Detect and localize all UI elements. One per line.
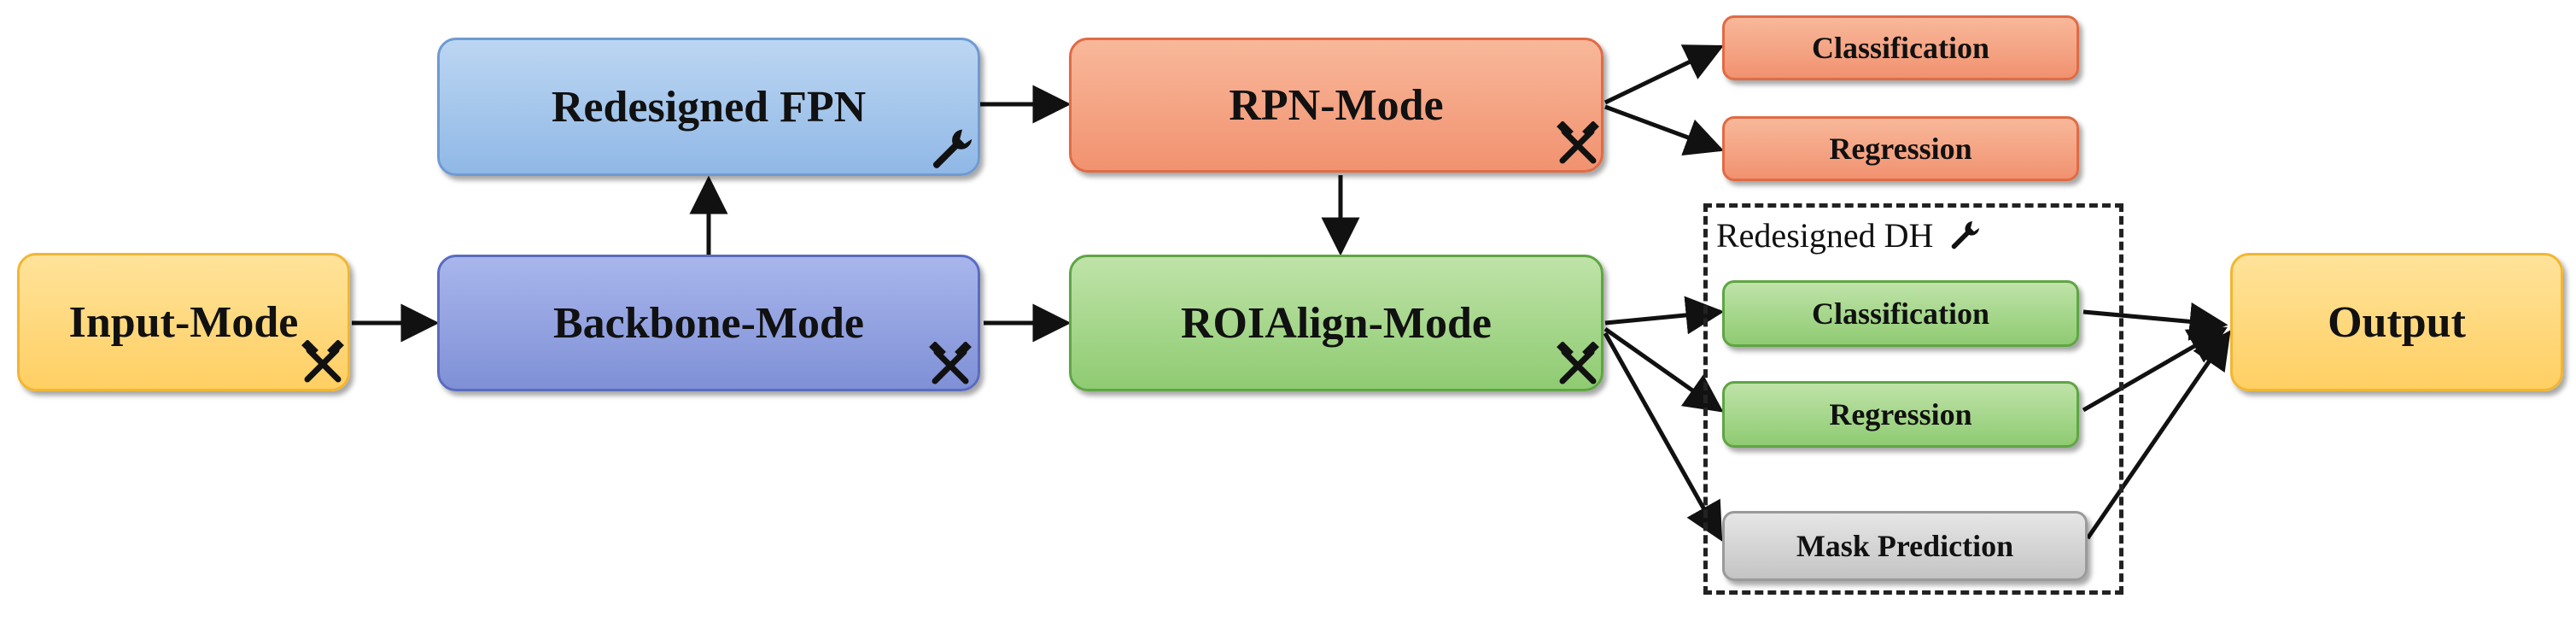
dh-classification-label: Classification <box>1811 296 1989 331</box>
rpn-classification-label: Classification <box>1811 31 1989 65</box>
redesigned-fpn-label: Redesigned FPN <box>551 82 867 132</box>
dh-classification-node: Classification <box>1722 280 2079 347</box>
backbone-mode-label: Backbone-Mode <box>553 298 864 348</box>
arrow-roialign-to-dh-classification <box>1604 296 1725 335</box>
roialign-mode-node: ROIAlign-Mode <box>1069 255 1603 391</box>
arrow-dh-classification-to-output <box>2082 302 2228 341</box>
mask-prediction-label: Mask Prediction <box>1796 529 2014 563</box>
rpn-classification-node: Classification <box>1722 15 2079 80</box>
arrow-roialign-to-dh-regression <box>1603 326 1724 413</box>
rpn-regression-label: Regression <box>1829 132 1972 166</box>
hammer-pick-icon <box>301 340 344 383</box>
output-label: Output <box>2328 297 2466 347</box>
backbone-mode-node: Backbone-Mode <box>437 255 980 391</box>
dh-regression-node: Regression <box>1722 381 2079 448</box>
arrow-mask-to-output <box>2085 330 2231 540</box>
dh-regression-label: Regression <box>1829 397 1972 431</box>
redesigned-dh-label: Redesigned DH <box>1716 215 1981 255</box>
rpn-mode-label: RPN-Mode <box>1229 80 1444 130</box>
hammer-pick-icon <box>1557 342 1599 384</box>
input-mode-label: Input-Mode <box>68 297 299 347</box>
redesigned-dh-title: Redesigned DH <box>1716 216 1934 255</box>
redesigned-fpn-node: Redesigned FPN <box>437 38 980 176</box>
rpn-regression-node: Regression <box>1722 116 2079 181</box>
hammer-pick-icon <box>1557 121 1599 164</box>
arrow-roialign-to-mask <box>1603 332 1723 542</box>
output-node: Output <box>2230 253 2563 391</box>
wrench-icon <box>932 129 973 168</box>
redesigned-dh-group <box>1703 203 2123 595</box>
mask-prediction-node: Mask Prediction <box>1722 511 2088 581</box>
arrow-rpn-to-classification <box>1603 44 1725 105</box>
rpn-mode-node: RPN-Mode <box>1069 38 1603 173</box>
roialign-mode-label: ROIAlign-Mode <box>1181 298 1492 348</box>
input-mode-node: Input-Mode <box>17 253 350 391</box>
wrench-icon <box>1952 221 1980 249</box>
arrow-rpn-to-regression <box>1604 104 1725 156</box>
hammer-pick-icon <box>929 342 972 384</box>
